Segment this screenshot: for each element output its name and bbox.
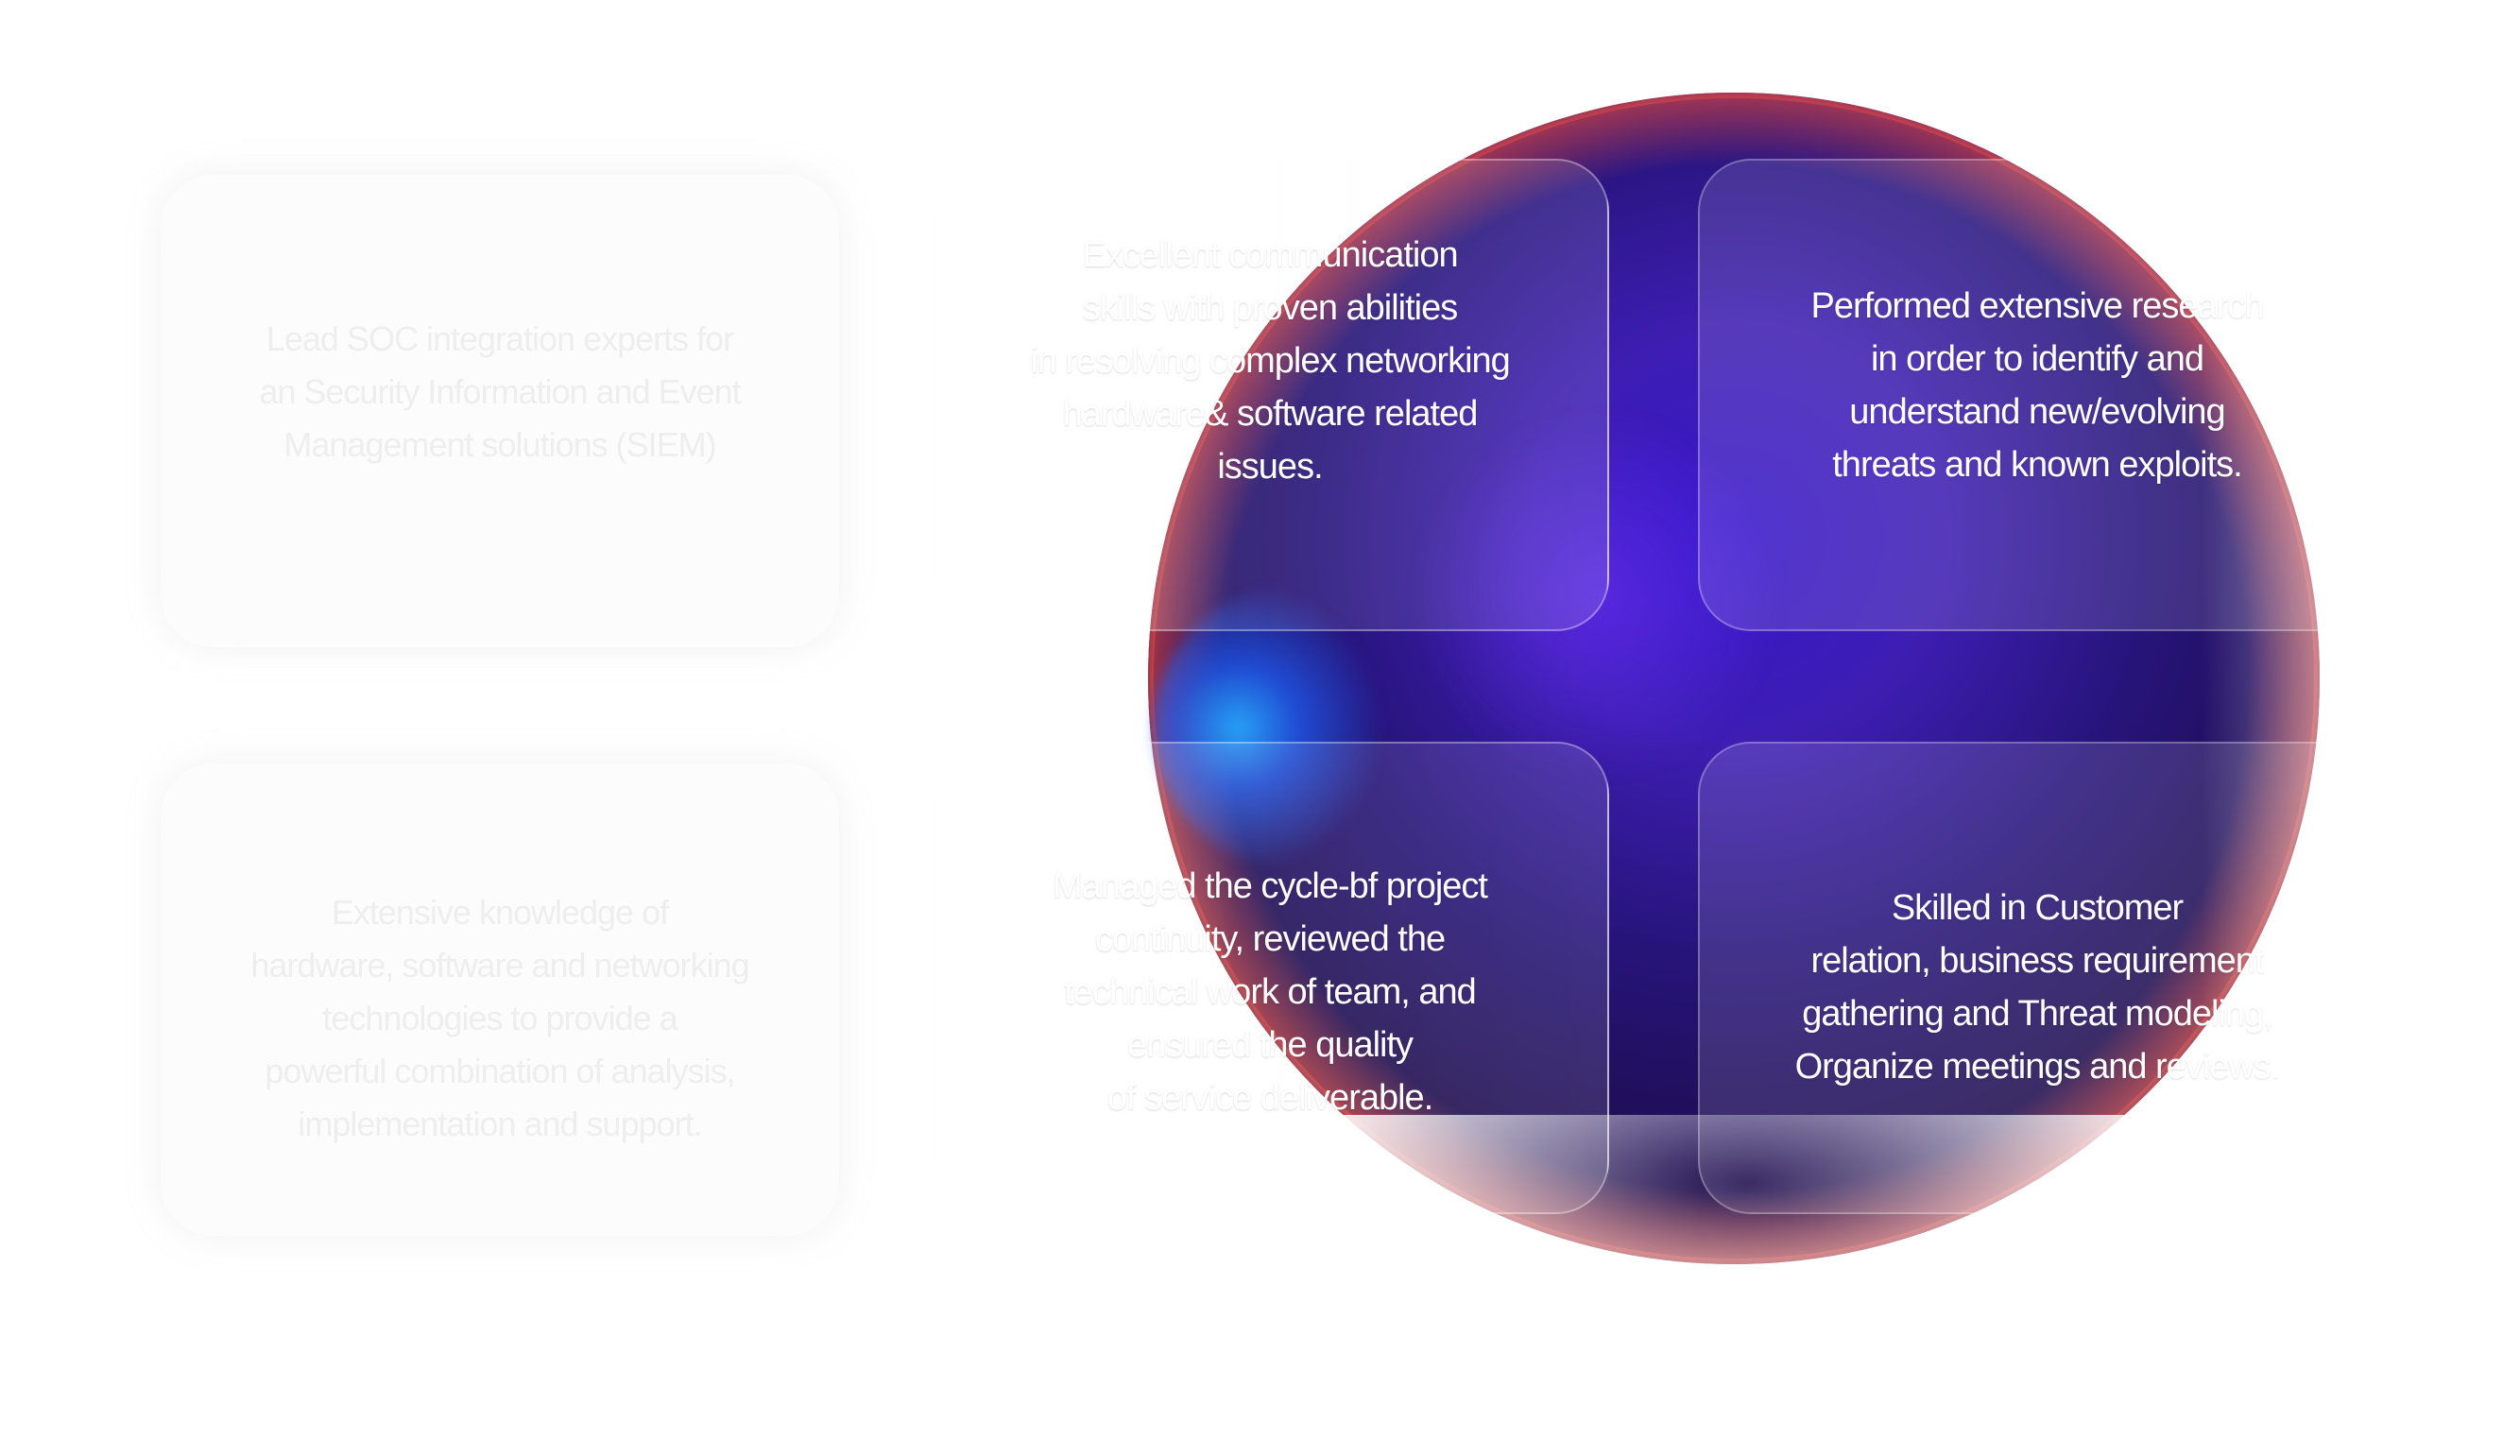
skill-card-text: Extensive knowledge of hardware, softwar… (250, 893, 749, 1143)
orb-fade-overlay (2202, 0, 2520, 1456)
skill-card-communication: Excellent communication skills with prov… (931, 159, 1609, 631)
skill-card-text: Lead SOC integration experts for an Secu… (259, 319, 741, 464)
skill-card-siem: Lead SOC integration experts for an Secu… (161, 175, 839, 647)
skill-card-text: Managed the cycle-bf project continuity,… (1053, 866, 1488, 1118)
skill-card-text: Performed extensive research in order to… (1810, 286, 2265, 485)
orb-fade-overlay (1087, 1115, 2409, 1455)
skill-card-knowledge: Extensive knowledge of hardware, softwar… (161, 763, 839, 1236)
skill-card-text: Excellent communication skills with prov… (1030, 235, 1511, 487)
